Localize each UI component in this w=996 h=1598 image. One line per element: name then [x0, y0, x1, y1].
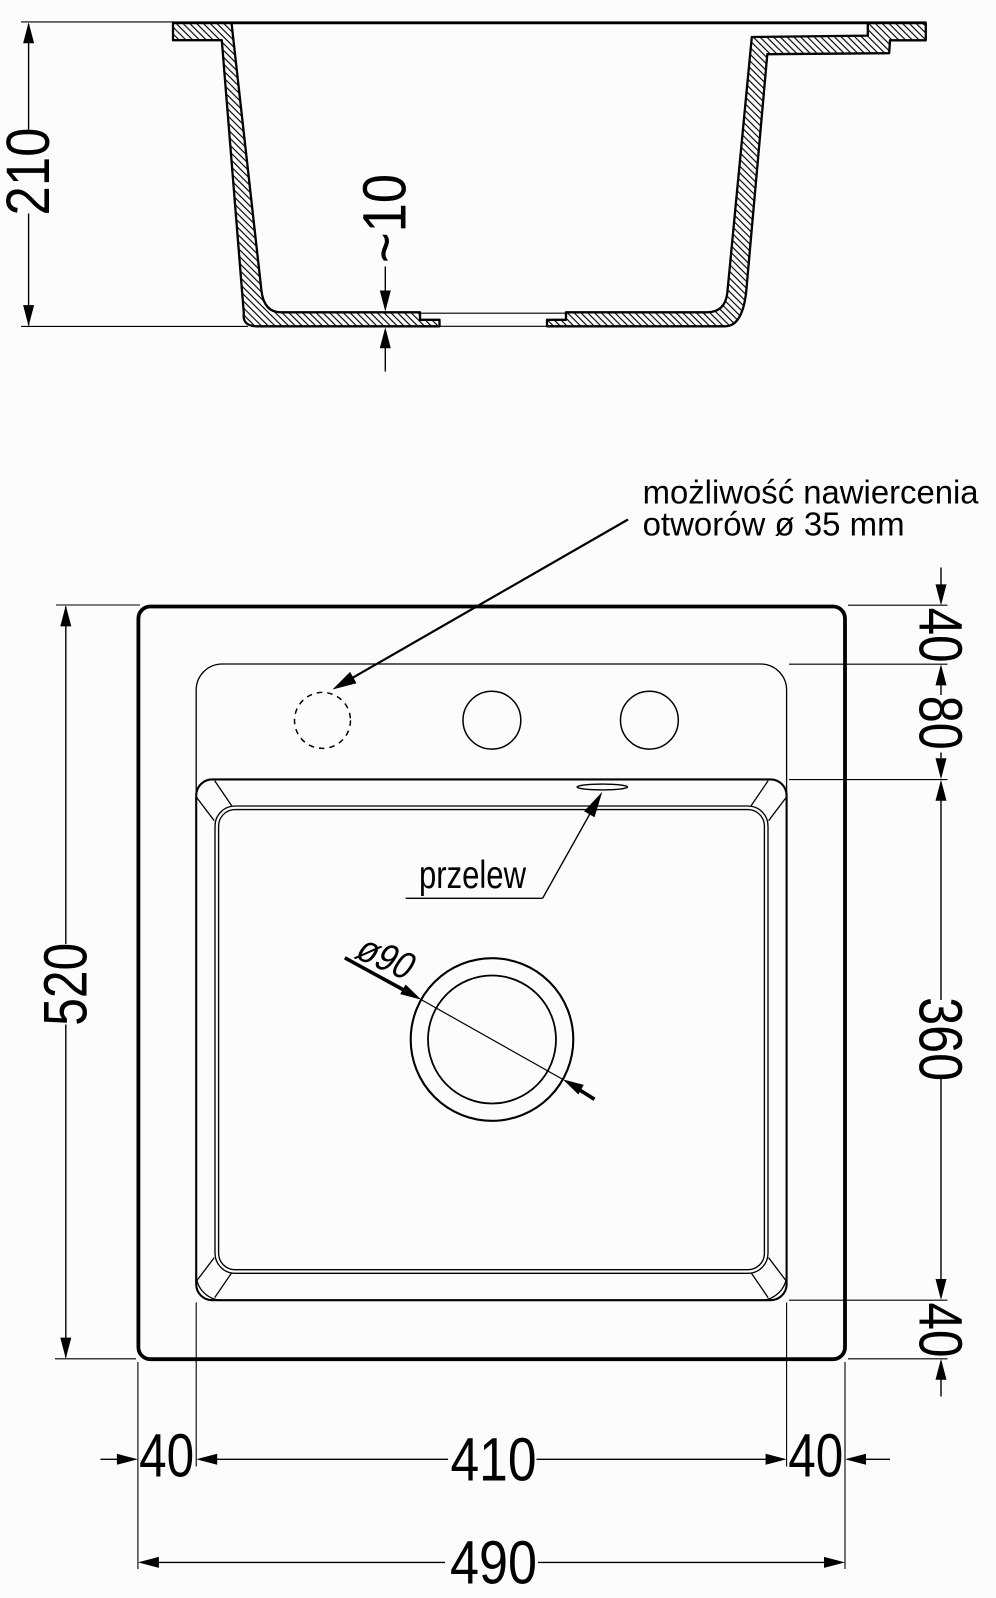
svg-text:210: 210 [0, 128, 62, 216]
svg-text:80: 80 [907, 696, 975, 750]
svg-text:40: 40 [788, 1422, 843, 1490]
svg-text:ø90: ø90 [348, 928, 425, 988]
svg-text:40: 40 [907, 608, 975, 663]
svg-text:410: 410 [451, 1425, 537, 1493]
svg-text:40: 40 [907, 1303, 975, 1358]
svg-text:możliwość nawiercenia: możliwość nawiercenia [643, 474, 980, 511]
svg-text:360: 360 [907, 997, 975, 1081]
svg-text:przelew: przelew [419, 854, 527, 897]
svg-text:~10: ~10 [351, 174, 419, 263]
svg-text:520: 520 [31, 943, 99, 1026]
svg-text:40: 40 [139, 1422, 194, 1490]
svg-text:otworów ø 35 mm: otworów ø 35 mm [643, 506, 905, 543]
svg-text:490: 490 [450, 1528, 537, 1596]
